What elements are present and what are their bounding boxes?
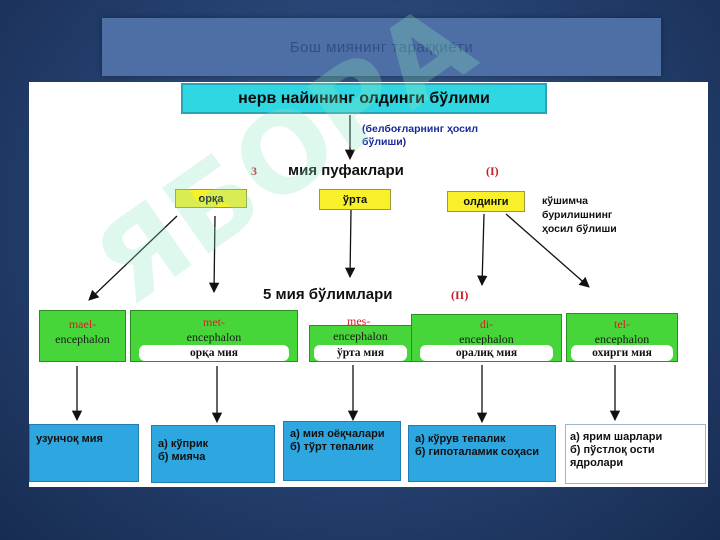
label-II: (II) xyxy=(451,288,469,302)
structure-box-telencephalon: а) ярим шарлари б) пўстлоқ ости ядролари xyxy=(565,424,706,484)
encephalon-box-myel: mael- encephalon xyxy=(39,310,126,362)
structure-box-hindbrain: а) кўприк б) мияча xyxy=(151,425,275,483)
structure-line: а) кўрув тепалик xyxy=(415,433,506,445)
structure-box-diencephalon: а) кўрув тепалик б) гипоталамик соҳаси xyxy=(408,425,556,482)
arrow-orka-to-mael xyxy=(88,215,178,301)
encephalon-box-mes: encephalon ўрта мия xyxy=(309,325,412,362)
arrow-oldingi-to-di xyxy=(477,213,488,287)
arrow-orka-to-met xyxy=(208,215,220,294)
encephalon-suffix: encephalon xyxy=(186,330,242,344)
structure-line: а) кўприк xyxy=(158,438,209,450)
encephalon-prefix: tel- xyxy=(614,317,630,331)
bubble-box-middle: ўрта xyxy=(319,189,391,210)
encephalon-label: охирги мия xyxy=(571,345,673,361)
encephalon-prefix: di- xyxy=(479,317,494,331)
structure-box-midbrain: а) мия оёқчалари б) тўрт тепалик xyxy=(283,421,401,481)
structure-line: а) мия оёқчалари xyxy=(290,428,385,440)
encephalon-suffix: encephalon xyxy=(459,332,514,346)
encephalon-box-met: met- encephalon орқа мия xyxy=(130,310,298,362)
encephalon-suffix: encephalon xyxy=(55,332,110,346)
arrow-oldingi-to-tel xyxy=(505,213,590,288)
encephalon-label: орқа мия xyxy=(139,345,289,361)
label-I: (I) xyxy=(486,164,499,178)
extra-bend-note: кўшимча бурилишнинг ҳосил бўлиши xyxy=(542,195,617,235)
encephalon-prefix: met- xyxy=(203,315,225,329)
encephalon-label: оралиқ мия xyxy=(420,345,553,361)
structure-line: б) тўрт тепалик xyxy=(290,441,374,453)
structure-line: б) пўстлоқ ости xyxy=(570,444,655,456)
encephalon-suffix: encephalon xyxy=(594,332,650,346)
structure-box-medulla: узунчоқ мия xyxy=(29,424,139,482)
diagram-canvas: нерв найининг олдинги бўлими (белбоғларн… xyxy=(29,82,708,487)
structure-line: ядролари xyxy=(570,457,624,469)
constriction-note: (белбоғларнинг ҳосил бўлиши) xyxy=(362,123,479,148)
structure-line: б) гипоталамик соҳаси xyxy=(415,446,539,458)
brain-bubbles-heading: мия пуфаклари xyxy=(288,162,404,179)
encephalon-prefix-mes: mes- xyxy=(347,314,371,328)
slide-title: Бош миянинг тараққиёти xyxy=(102,18,661,76)
five-divisions-heading: 5 мия бўлимлари xyxy=(263,286,393,303)
encephalon-box-tel: tel- encephalon охирги мия xyxy=(566,313,678,362)
count-three: 3 xyxy=(251,164,257,178)
encephalon-prefix: mael- xyxy=(68,317,97,331)
neural-tube-box: нерв найининг олдинги бўлими xyxy=(181,83,547,114)
arrow-urta-to-mes xyxy=(344,209,356,279)
bubble-box-anterior: олдинги xyxy=(447,191,525,212)
encephalon-label: ўрта мия xyxy=(314,345,407,361)
structure-line: б) мияча xyxy=(158,451,206,463)
bubble-box-posterior: орқа xyxy=(175,189,247,208)
encephalon-box-di: di- encephalon оралиқ мия xyxy=(411,314,562,362)
structure-line: узунчоқ мия xyxy=(36,433,103,445)
structure-line: а) ярим шарлари xyxy=(570,431,663,443)
encephalon-suffix: encephalon xyxy=(333,329,388,343)
arrows-layer xyxy=(71,115,621,424)
